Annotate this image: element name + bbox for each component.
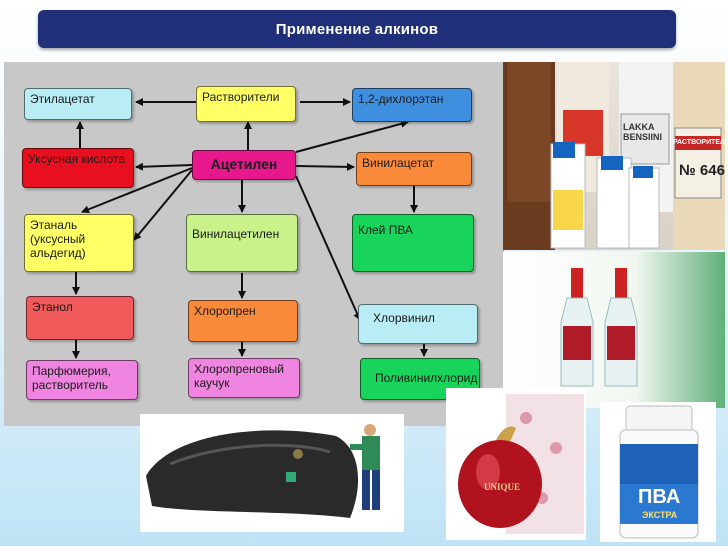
rubber-bag-photo [140,414,404,532]
pva-glue-sublabel: ЭКСТРА [642,510,678,520]
pva-glue-label: ПВА [638,486,681,508]
pva-glue-photo: ПВА ЭКСТРА [600,402,716,542]
arrow-acetylene-ethanal [133,169,193,241]
node-acetic-acid: Уксусная кислота [22,148,134,188]
arrow-acetylene-vinylacetate [295,162,355,171]
solvent-bottles-photo: LAKKA BENSIINI РАСТВОРИТЕЛЬ № 646 [503,62,725,250]
node-ethanal: Этаналь (уксусный альдегид) [24,214,134,272]
arrow-acetylene-vinylchloride [295,175,361,321]
arrows-layer [72,98,428,359]
node-dichloroethane: 1,2-дихлорэтан [352,88,472,122]
vodka-illustration [560,268,638,387]
node-vinyl-chloride: Хлорвинил [358,304,478,344]
diagram-panel: Этилацетат Растворители 1,2-дихлорэтан У… [4,62,504,426]
node-vinylacetate: Винилацетат [356,152,472,186]
node-ethanol: Этанол [26,296,134,340]
node-chloroprene-rubber: Хлоропреновый каучук [188,358,300,398]
node-vinylacetylene: Винилацетилен [186,214,298,272]
vodka-bottles-photo [503,252,725,408]
pva-jar-illustration [619,405,699,539]
bottle-label-solvent: РАСТВОРИТЕЛЬ [673,139,725,146]
perfume-brand-label: UNIQUE [484,482,521,492]
perfume-illustration [458,394,584,534]
node-acetylene: Ацетилен [192,150,296,180]
arrow-acetylene-dichloroethane [295,119,409,153]
bottles-illustration [503,62,725,250]
node-polyvinyl-chloride: Поливинилхлорид [360,358,480,400]
arrow-acetylene-acetic2 [81,167,193,214]
bottle-label-lakka: LAKKA BENSIINI [623,122,663,142]
perfume-photo: UNIQUE [446,388,586,540]
node-pva-glue: Клей ПВА [352,214,474,272]
rubber-bag-illustration [146,424,380,518]
node-ethylacetate: Этилацетат [24,88,132,120]
node-solvents: Растворители [196,86,296,122]
bottle-label-number: № 646 [679,162,725,179]
node-chloroprene: Хлоропрен [188,300,298,342]
arrow-acetylene-acetic [135,162,193,171]
page-title: Применение алкинов [38,10,676,48]
node-perfumery: Парфюмерия, растворитель [26,360,138,400]
